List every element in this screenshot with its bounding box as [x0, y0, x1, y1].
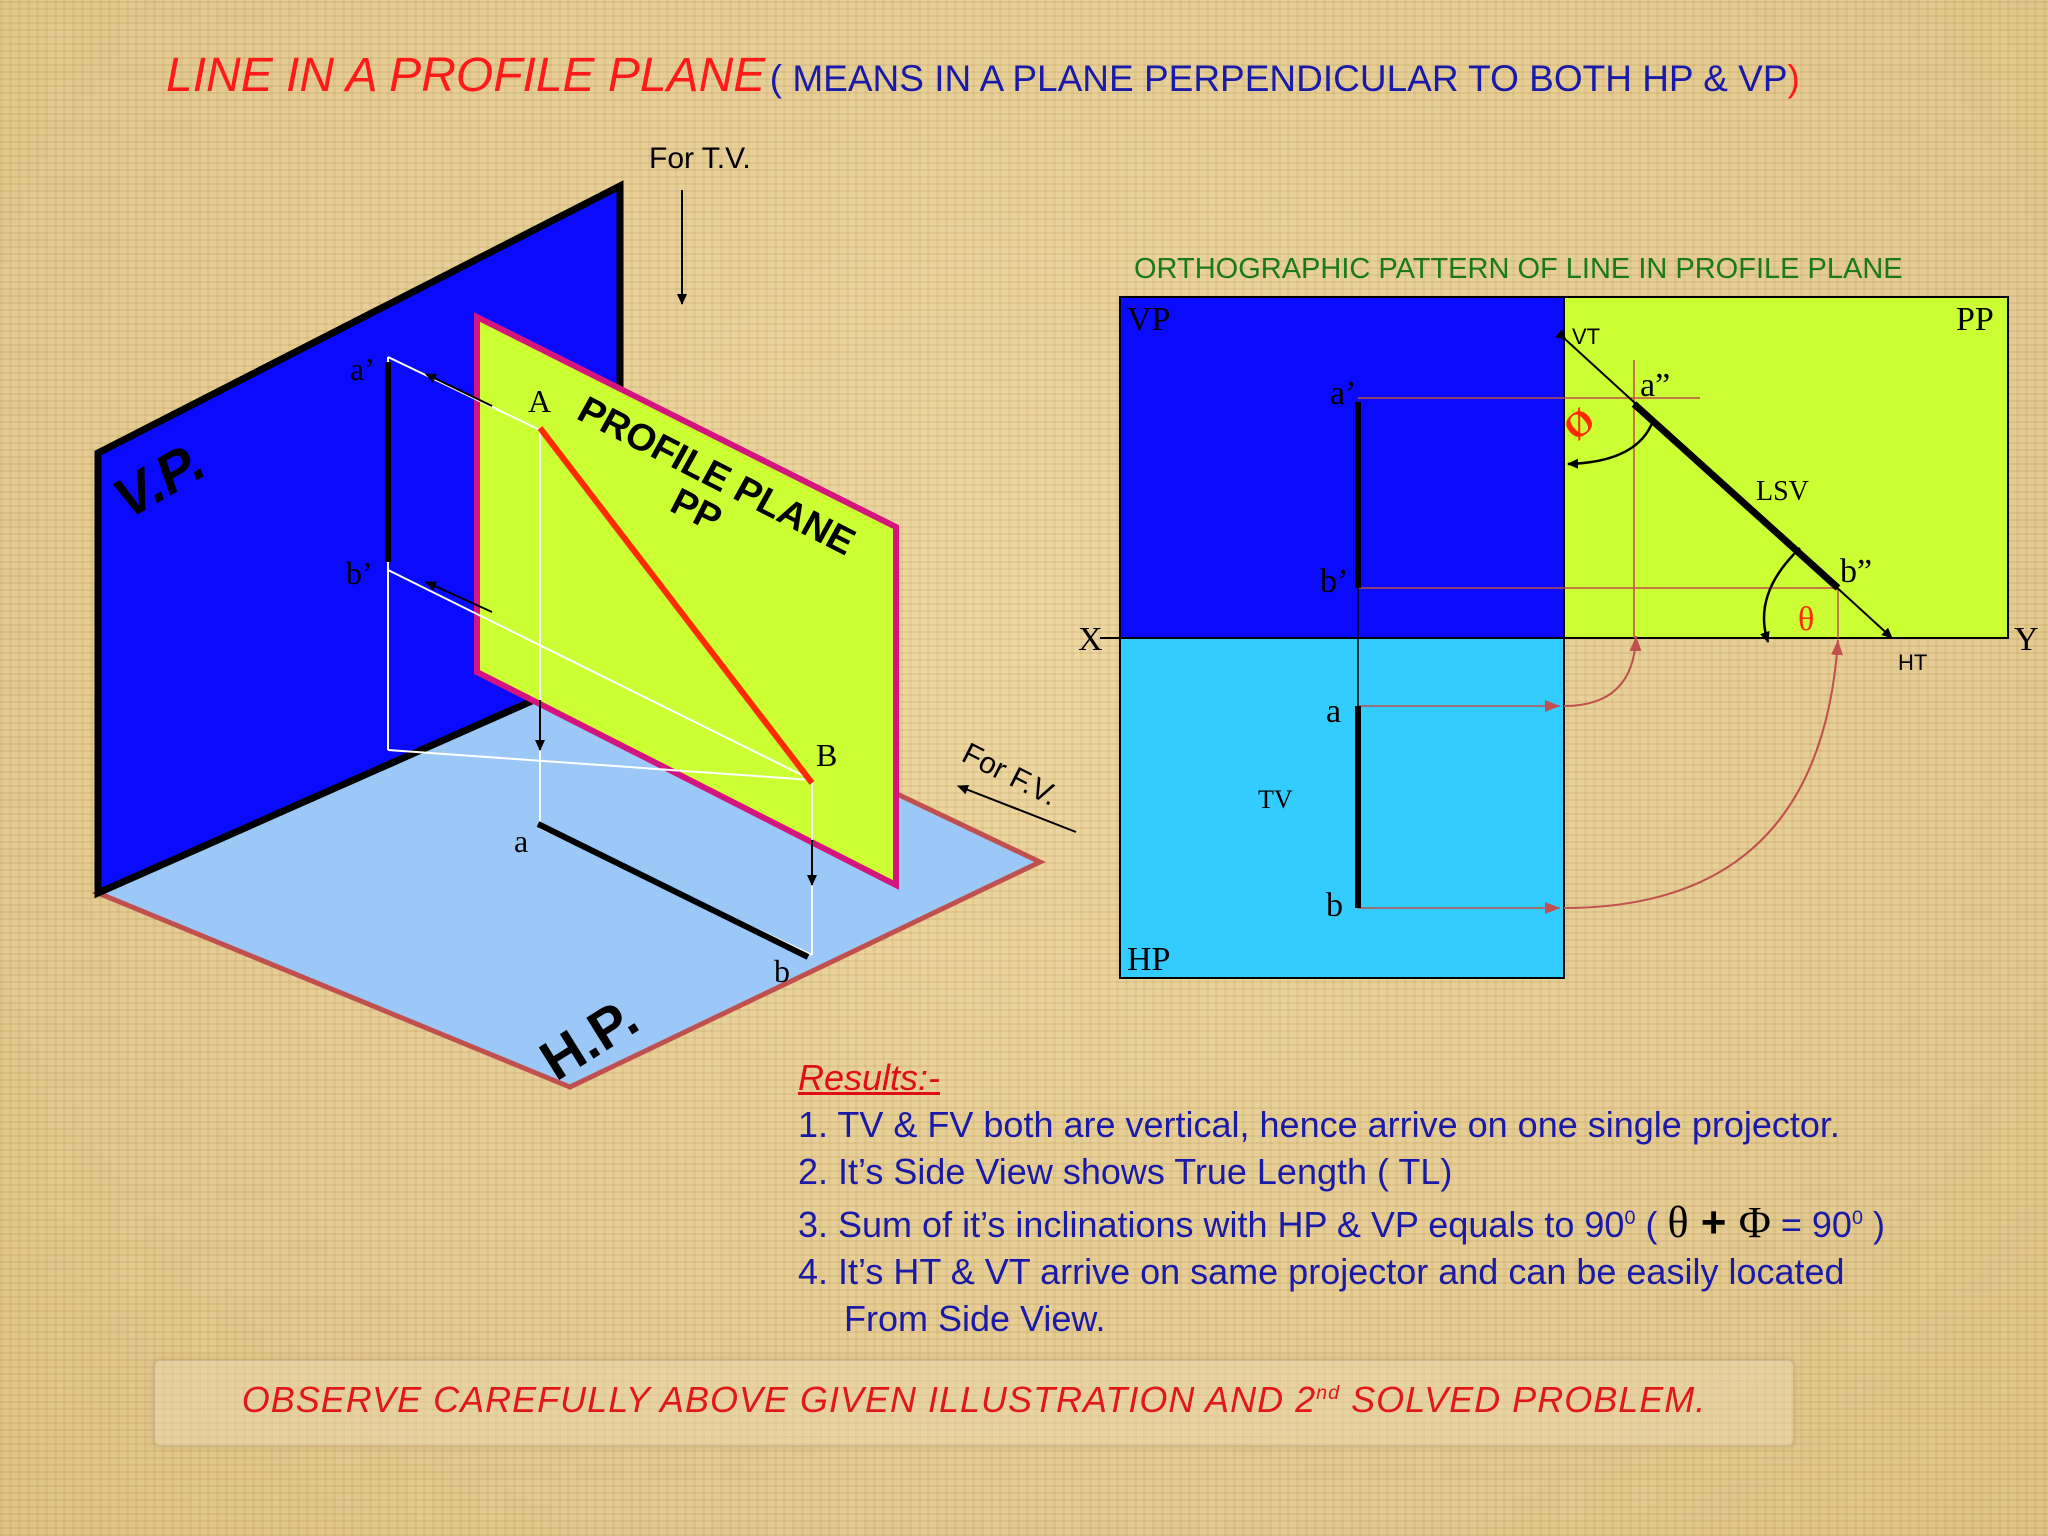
ortho-hp-region: [1119, 637, 1565, 979]
fv-direction-arrow: [957, 784, 1077, 833]
phi-glyph: Φ: [1738, 1198, 1771, 1247]
pictorial-view: V.P. H.P. PROFILE PLANE PP a’ b’ A: [91, 142, 1077, 1092]
result-item-4: 4. It’s HT & VT arrive on same projector…: [798, 1251, 1845, 1292]
title-close-paren: ): [1787, 58, 1800, 99]
point-a: a: [514, 823, 528, 859]
ortho-ht: HT: [1898, 650, 1927, 675]
ortho-a: a: [1326, 693, 1341, 730]
result-item-3: 3. Sum of it’s inclinations with HP & VP…: [798, 1195, 2038, 1248]
equals-ninety: = 90: [1770, 1204, 1852, 1245]
phi-arc: [1567, 417, 1656, 469]
ortho-heading: ORTHOGRAPHIC PATTERN OF LINE IN PROFILE …: [1134, 253, 1903, 285]
result-item-3-text: 3. Sum of it’s inclinations with HP & VP…: [798, 1204, 1625, 1245]
theta-symbol: θ: [1798, 601, 1814, 638]
footer-banner: OBSERVE CAREFULLY ABOVE GIVEN ILLUSTRATI…: [154, 1360, 1794, 1446]
page-title: LINE IN A PROFILE PLANE ( MEANS IN A PLA…: [166, 48, 2026, 103]
true-line-ab: [537, 426, 815, 785]
ortho-b-ddash: b”: [1840, 553, 1872, 590]
profile-plane: [474, 312, 899, 890]
side-view-line: [1631, 401, 1841, 591]
top-view-line: [536, 821, 810, 960]
ortho-a-dash: a’: [1330, 375, 1356, 412]
footer-text: OBSERVE CAREFULLY ABOVE GIVEN ILLUSTRATI…: [155, 1379, 1793, 1421]
result-item-2: 2. It’s Side View shows True Length ( TL…: [798, 1151, 1453, 1192]
footer-sup: nd: [1316, 1382, 1341, 1404]
degree-sup-2: 0: [1851, 1207, 1863, 1229]
theta-glyph: θ: [1667, 1198, 1689, 1247]
ortho-hp-label: HP: [1127, 941, 1170, 978]
y-label: Y: [2014, 621, 2039, 658]
ortho-vp-label: VP: [1127, 301, 1170, 338]
ortho-tv: TV: [1258, 785, 1293, 814]
title-subtitle: ( MEANS IN A PLANE PERPENDICULAR TO BOTH…: [769, 58, 1788, 99]
for-tv-label: For T.V.: [649, 142, 751, 175]
x-label: X: [1078, 621, 1103, 658]
footer-text-pre: OBSERVE CAREFULLY ABOVE GIVEN ILLUSTRATI…: [241, 1379, 1317, 1420]
ortho-pp-region: [1563, 296, 2009, 639]
point-A: A: [528, 383, 551, 419]
orthographic-view: ORTHOGRAPHIC PATTERN OF LINE IN PROFILE …: [1078, 253, 2039, 979]
point-a-dash: a’: [350, 351, 375, 387]
for-fv-label: For F.V.: [957, 737, 1063, 813]
ortho-b-dash: b’: [1320, 563, 1348, 600]
point-B: B: [816, 737, 837, 773]
ortho-fv: FV: [1260, 477, 1293, 506]
ortho-b: b: [1326, 887, 1343, 924]
footer-text-post: SOLVED PROBLEM.: [1340, 1379, 1707, 1420]
results-section: Results:- 1. TV & FV both are vertical, …: [798, 1054, 2038, 1342]
close-paren: ): [1862, 1204, 1885, 1245]
ortho-pp-label: PP: [1956, 301, 1994, 338]
degree-sup: 0: [1624, 1207, 1636, 1229]
theta-arc: [1760, 547, 1801, 643]
title-main: LINE IN A PROFILE PLANE: [166, 49, 766, 102]
point-b-dash: b’: [346, 555, 373, 591]
point-b: b: [774, 953, 790, 989]
result-item-4-continued: From Side View.: [844, 1298, 1106, 1339]
ortho-vt: VT: [1572, 324, 1600, 349]
results-heading: Results:-: [798, 1057, 941, 1098]
open-paren: (: [1635, 1204, 1668, 1245]
ortho-lsv: LSV: [1756, 476, 1809, 507]
result-item-1: 1. TV & FV both are vertical, hence arri…: [798, 1104, 1840, 1145]
plus-glyph: +: [1688, 1198, 1739, 1247]
ortho-a-ddash: a”: [1640, 367, 1670, 404]
